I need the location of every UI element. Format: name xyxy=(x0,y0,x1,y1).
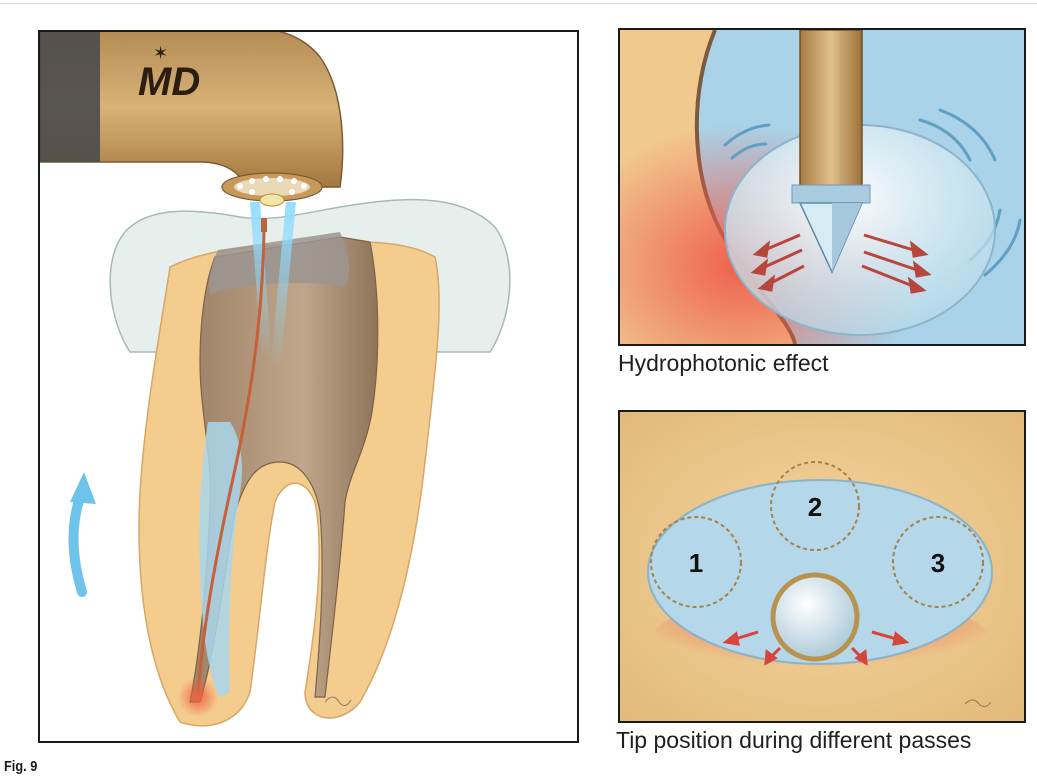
handpiece-brand: MD xyxy=(138,60,200,104)
emitter-ring xyxy=(234,178,310,196)
pass-label-3: 3 xyxy=(931,548,945,578)
apex-heat-zone xyxy=(178,677,218,717)
fiber-tube xyxy=(800,30,862,200)
hydrophotonic-panel xyxy=(618,28,1026,346)
pass-label-2: 2 xyxy=(808,492,822,522)
hydrophotonic-caption: Hydrophotonic effect xyxy=(618,350,829,377)
hydrophotonic-illustration xyxy=(620,30,1024,344)
tip-position-caption: Tip position during different passes xyxy=(616,727,971,754)
handpiece-sleeve xyxy=(40,32,100,162)
tip-position-panel: 2 1 3 xyxy=(618,410,1026,723)
brand-star-icon: ✶ xyxy=(153,43,168,64)
tip-collar xyxy=(792,185,870,203)
figure-label: Fig. 9 xyxy=(4,758,37,775)
tip-position-illustration: 2 1 3 xyxy=(620,412,1024,721)
tip-connector xyxy=(260,194,284,206)
fiber-ferrule xyxy=(261,218,267,232)
tooth-illustration-panel: MD ✶ xyxy=(38,30,579,743)
pass-label-1: 1 xyxy=(689,548,703,578)
top-divider-line xyxy=(0,3,1037,4)
tooth-illustration: MD ✶ xyxy=(40,32,577,741)
fiber-tip-cross-section xyxy=(773,575,857,659)
